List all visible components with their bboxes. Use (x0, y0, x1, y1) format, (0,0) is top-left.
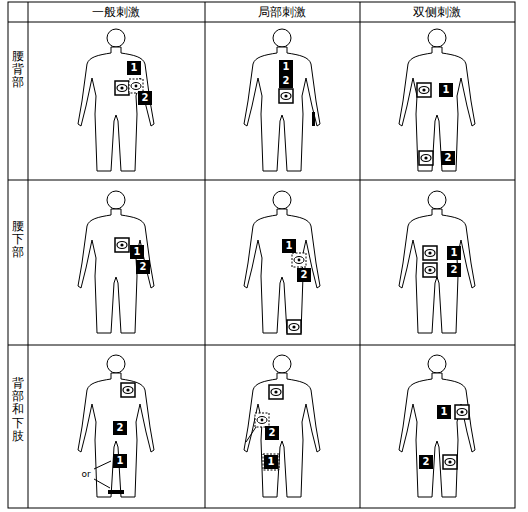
electrode-number: 2 (419, 455, 433, 469)
row-header: 腰背部 (12, 50, 24, 90)
electrode-number: 2 (265, 426, 279, 440)
note-text: or (81, 469, 90, 479)
electrode-number: 1 (113, 454, 127, 468)
column-header: 局部刺激 (258, 4, 306, 21)
electrode-number: 1 (130, 245, 144, 259)
electrode-number: 2 (113, 421, 127, 435)
electrode-number: 1 (439, 83, 453, 97)
electrode-number: 2 (447, 263, 461, 277)
row-header: 腰下部 (12, 220, 24, 260)
column-header: 一般刺激 (92, 4, 140, 21)
electrode-number: 1 (279, 60, 293, 74)
electrode-number: 2 (297, 268, 311, 282)
electrode-number: 1 (127, 61, 141, 75)
electrode-number: 2 (136, 260, 150, 274)
row-header: 背部和下肢 (12, 377, 24, 443)
electrode-number: 2 (138, 91, 152, 105)
electrode-number: 1 (264, 455, 278, 469)
electrode-number: 2 (279, 74, 293, 88)
electrode-number: 1 (447, 246, 461, 260)
electrode-number: 1 (437, 405, 451, 419)
electrode-number: 2 (441, 151, 455, 165)
column-header: 双侧刺激 (413, 4, 461, 21)
electrode-number: 1 (282, 239, 296, 253)
